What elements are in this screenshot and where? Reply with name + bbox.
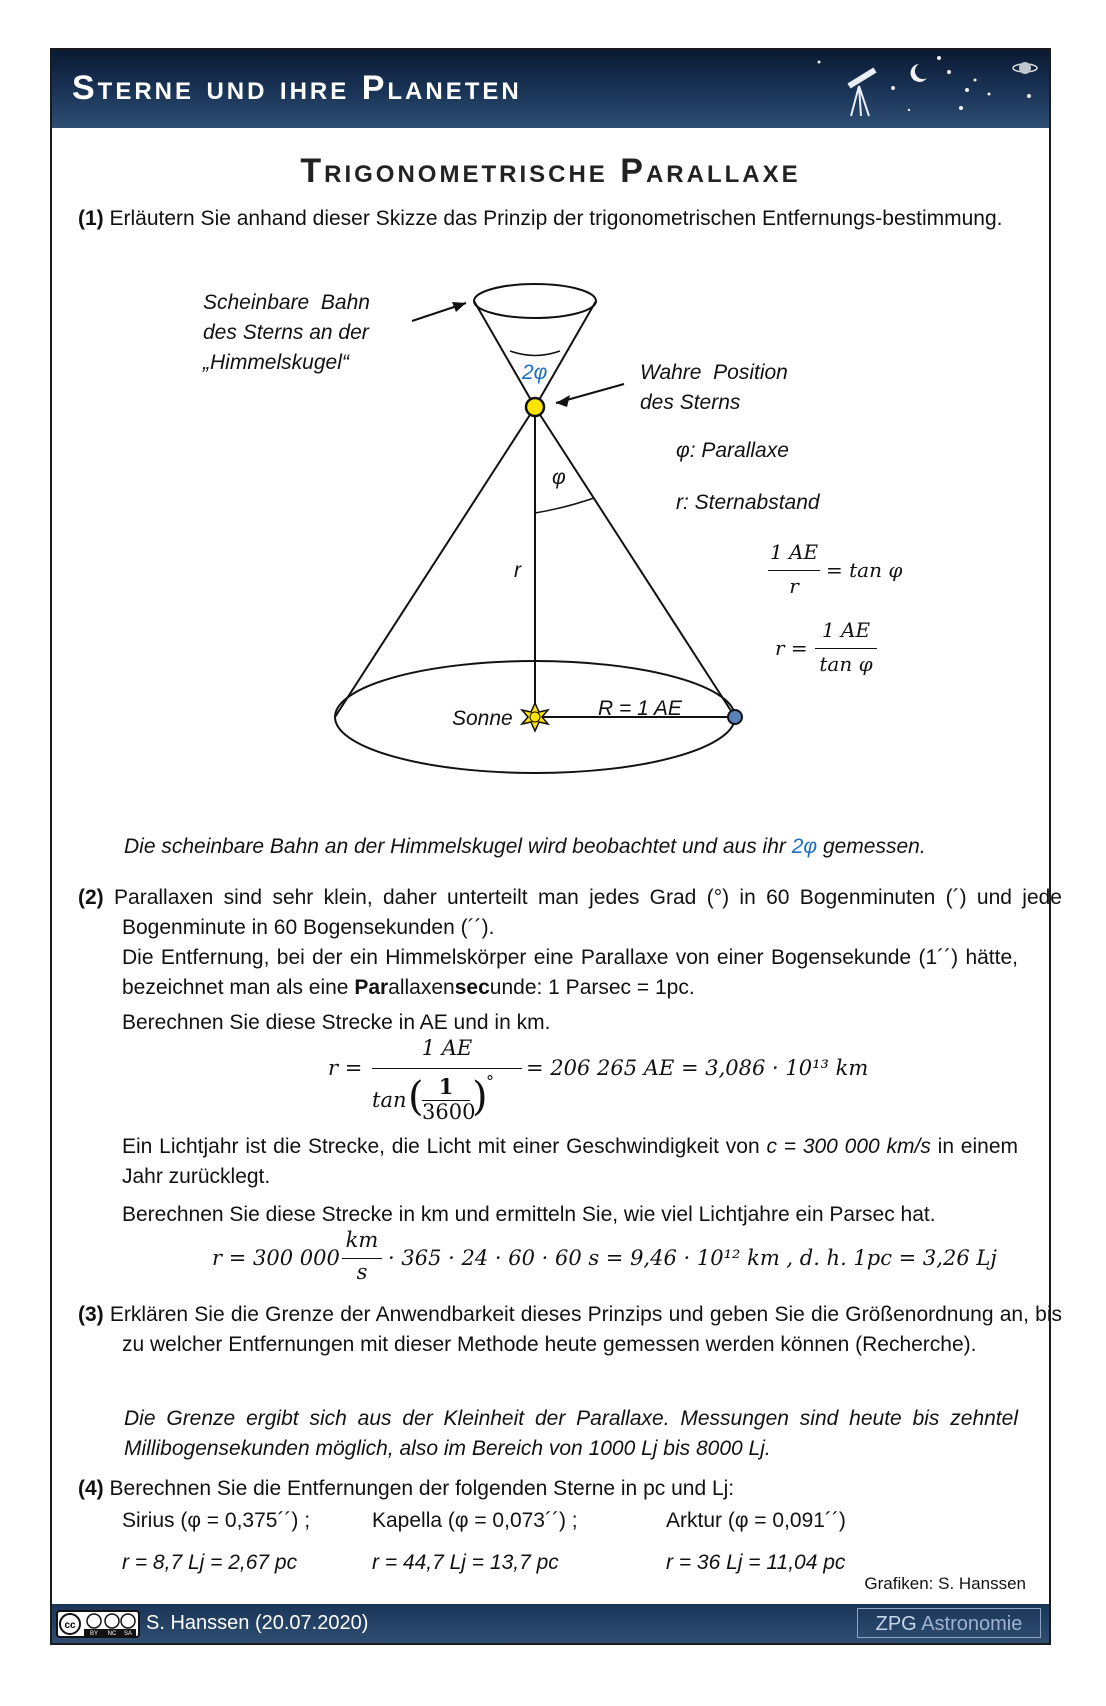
answer-sirius: r = 8,7 Lj = 2,67 pc	[122, 1551, 298, 1574]
formula-lightyear: r = 300 000 km s · 365 · 24 · 60 · 60 s …	[212, 1228, 997, 1284]
angle-phi-arc	[534, 497, 595, 514]
cc-license-icon: cc BY NC SA	[56, 1610, 140, 1638]
label-bahn-3: „Himmelskugel“	[203, 351, 349, 374]
cc-nc-label: NC	[108, 1631, 117, 1636]
footer-author: S. Hanssen (20.07.2020)	[146, 1612, 369, 1634]
label-phi: φ	[552, 466, 566, 489]
label-wahre-2: des Sterns	[640, 391, 741, 414]
footer-zpg: ZPG	[875, 1613, 917, 1635]
question-2-task-a: Berechnen Sie diese Strecke in AE und in…	[122, 1011, 551, 1034]
question-3: (3) Erklären Sie die Grenze der Anwendba…	[78, 1303, 1062, 1356]
cc-by-label: BY	[90, 1631, 98, 1636]
star-sirius: Sirius (φ = 0,375´´) ;	[122, 1509, 311, 1532]
question-2-lightyear: Ein Lichtjahr ist die Strecke, die Licht…	[122, 1135, 1018, 1188]
label-2phi: 2φ	[522, 361, 548, 384]
cc-sa-label: SA	[124, 1631, 132, 1636]
header-title: Sterne und ihre Planeten	[72, 69, 522, 107]
question-1: (1) Erläutern Sie anhand dieser Skizze d…	[78, 207, 1003, 230]
earth-icon	[727, 709, 743, 725]
graphics-credit: Grafiken: S. Hanssen	[864, 1574, 1026, 1593]
eq2-denominator: tan φ	[819, 652, 873, 676]
eq2-numerator: 1 AE	[821, 618, 871, 642]
footer-zpg-box: ZPG Astronomie	[857, 1608, 1041, 1638]
question-2-intro: (2) Parallaxen sind sehr klein, daher un…	[78, 886, 1062, 939]
equation-2: r = 1 AE tan φ	[775, 618, 905, 682]
sun-icon	[519, 701, 551, 733]
telescope-stars-decoration	[817, 56, 1038, 117]
legend-phi: φ: Parallaxe	[676, 439, 789, 462]
answer-3: Die Grenze ergibt sich aus der Kleinheit…	[124, 1407, 1018, 1460]
label-r: r	[514, 559, 521, 582]
equation-1: 1 AE r = tan φ	[768, 540, 908, 604]
star-icon	[524, 396, 546, 418]
label-R: R = 1 AE	[598, 697, 682, 720]
question-2-parsec: Die Entfernung, bei der ein Himmelskörpe…	[122, 946, 1018, 999]
eq1-denominator: r	[789, 574, 799, 598]
eq1-rhs: = tan φ	[826, 558, 903, 582]
label-wahre-1: Wahre Position	[640, 361, 788, 384]
legend-r: r: Sternabstand	[676, 491, 820, 514]
apparent-orbit-ellipse	[473, 283, 597, 319]
answer-arktur: r = 36 Lj = 11,04 pc	[666, 1551, 846, 1574]
answer-1: Die scheinbare Bahn an der Himmelskugel …	[124, 835, 926, 858]
answer-kapella: r = 44,7 Lj = 13,7 pc	[372, 1551, 559, 1574]
star-arktur: Arktur (φ = 0,091´´)	[666, 1509, 846, 1532]
footer-astronomie: Astronomie	[921, 1613, 1023, 1635]
question-4: (4) Berechnen Sie die Entfernungen der f…	[78, 1477, 735, 1500]
label-bahn-2: des Sterns an der	[203, 321, 369, 344]
formula-parsec: r = 1 AE tan ( 1 3600 ) ° = 206 265 AE =…	[328, 1036, 869, 1124]
eq1-numerator: 1 AE	[769, 540, 819, 564]
worksheet-title: Trigonometrische Parallaxe	[300, 152, 801, 190]
star-kapella: Kapella (φ = 0,073´´) ;	[372, 1509, 578, 1532]
question-2-task-b: Berechnen Sie diese Strecke in km und er…	[122, 1203, 936, 1226]
eq2-lhs: r =	[775, 636, 808, 660]
page-footer: cc BY NC SA S. Hanssen (20.07.2020) ZPG …	[52, 1604, 1049, 1643]
label-sonne: Sonne	[452, 707, 513, 730]
angle-2phi-arc	[509, 350, 561, 357]
page-header: Sterne und ihre Planeten	[52, 50, 1049, 128]
page-frame	[50, 48, 1051, 1645]
svg-text:cc: cc	[64, 1620, 76, 1631]
parallax-diagram	[334, 283, 743, 774]
label-bahn-1: Scheinbare Bahn	[203, 291, 370, 314]
moon-icon	[910, 64, 927, 82]
